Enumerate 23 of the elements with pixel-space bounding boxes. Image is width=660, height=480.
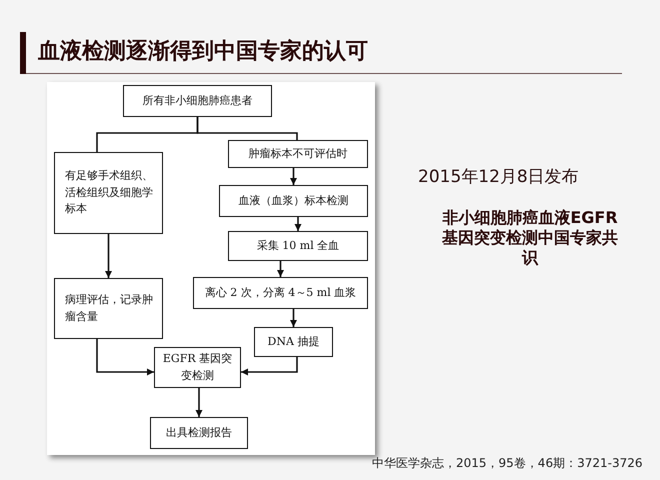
- process-box: EGFR 基因突变检测: [154, 347, 241, 388]
- process-box: 采集 10 ml 全血: [228, 231, 368, 261]
- release-date: 2015年12月8日发布: [418, 166, 579, 188]
- arrow: [105, 234, 112, 278]
- guideline-title: 非小细胞肺癌血液EGFR基因突变检测中国专家共识: [441, 208, 619, 268]
- process-box: 出具检测报告: [150, 417, 248, 449]
- slide-title: 血液检测逐渐得到中国专家的认可: [38, 38, 368, 66]
- process-box: 离心 2 次，分离 4～5 ml 血浆: [193, 277, 368, 309]
- process-box: 肿瘤标本不可评估时: [228, 140, 368, 168]
- arrow: [96, 339, 154, 376]
- arrow: [196, 388, 202, 417]
- process-box: 病理评估，记录肿瘤含量: [54, 278, 163, 339]
- arrow: [290, 168, 297, 185]
- process-box: 有足够手术组织、活检组织及细胞学标本: [54, 152, 163, 234]
- process-box: 血液（血浆）标本检测: [219, 185, 368, 217]
- process-box: DNA 抽提: [254, 327, 333, 357]
- arrow: [294, 217, 302, 231]
- citation: 中华医学杂志，2015，95卷，46期：3721-3726: [372, 455, 642, 472]
- arrow: [241, 357, 298, 376]
- connector-line: [196, 117, 298, 140]
- arrow: [277, 261, 284, 277]
- arrow: [290, 309, 297, 327]
- process-box: 所有非小细胞肺癌患者: [123, 85, 272, 117]
